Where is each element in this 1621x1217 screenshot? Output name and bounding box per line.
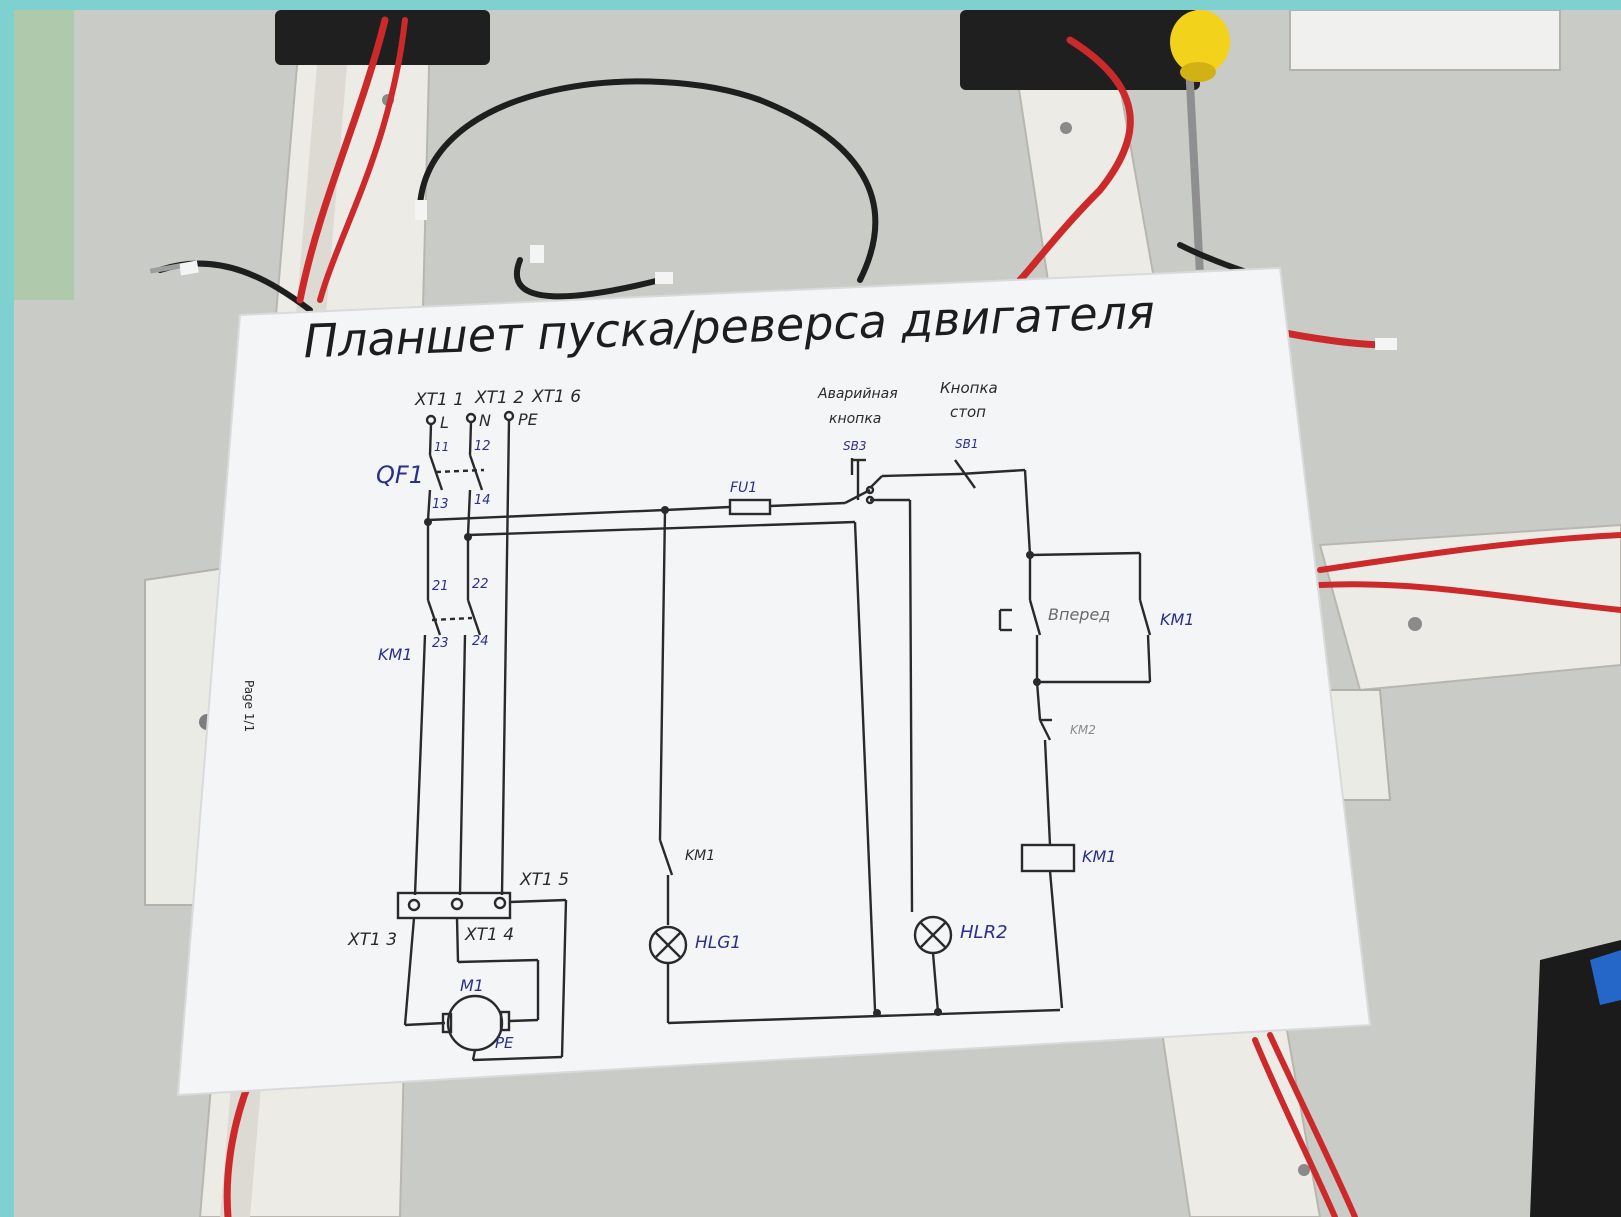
- label-13: 13: [432, 497, 449, 512]
- label-xt1-2: XT1 2: [474, 388, 524, 408]
- blue-tool-part: [1590, 950, 1621, 1005]
- label-m1: M1: [460, 976, 484, 995]
- label-xt1-6: XT1 6: [531, 387, 581, 407]
- label-stop-1: Кнопка: [940, 379, 998, 397]
- label-km1-coil: KM1: [1082, 847, 1116, 866]
- label-emergency-1: Аварийная: [817, 386, 898, 402]
- wire-ferrules: [149, 200, 1397, 350]
- schematic-lines: [396, 410, 1152, 1062]
- black-tool-handle: [1530, 940, 1621, 1217]
- frame-top: [0, 0, 1621, 10]
- mounting-plate-top-right: [1289, 9, 1561, 71]
- label-forward: Вперед: [1048, 605, 1110, 624]
- label-22: 22: [472, 577, 489, 592]
- label-xt1-1: XT1 1: [414, 390, 464, 410]
- label-11: 11: [434, 440, 449, 454]
- screwdriver: [1170, 10, 1230, 271]
- label-hlg1: HLG1: [695, 933, 741, 953]
- schematic-sheet: [176, 266, 1372, 1097]
- wires: [157, 16, 1621, 1217]
- green-object: [14, 10, 74, 300]
- label-n: N: [479, 411, 491, 430]
- label-xt1-3: XT1 3: [347, 930, 397, 950]
- cable-duct-horizontal: [1318, 523, 1621, 692]
- label-14: 14: [474, 493, 491, 508]
- label-24: 24: [472, 634, 489, 649]
- label-sb1: SB1: [955, 437, 978, 451]
- label-12: 12: [474, 439, 491, 454]
- label-21: 21: [432, 579, 449, 594]
- label-emergency-2: кнопка: [829, 411, 881, 427]
- label-km1-right: KM1: [1160, 610, 1194, 629]
- label-hlr2: HLR2: [960, 922, 1008, 943]
- frame-left: [0, 0, 14, 1217]
- label-pe-motor: PE: [495, 1034, 514, 1052]
- page-label: Page 1/1: [242, 680, 256, 732]
- label-km1-lamp: KM1: [685, 848, 715, 864]
- label-fu1: FU1: [730, 480, 757, 496]
- label-xt1-5: XT1 5: [519, 870, 569, 890]
- label-xt1-4: XT1 4: [464, 925, 514, 945]
- label-stop-2: стоп: [950, 403, 986, 421]
- label-23: 23: [432, 636, 449, 651]
- label-km2: KM2: [1070, 723, 1096, 737]
- label-sb3: SB3: [843, 439, 866, 453]
- label-qf1: QF1: [376, 461, 424, 489]
- schematic-junctions: [424, 506, 1041, 1017]
- schematic-labels: XT1 1 XT1 2 XT1 6 L N PE 11 12 QF1 13 14…: [347, 379, 1194, 1052]
- label-km1-left: KM1: [378, 645, 412, 664]
- label-pe-top: PE: [518, 410, 539, 429]
- label-l: L: [440, 413, 449, 432]
